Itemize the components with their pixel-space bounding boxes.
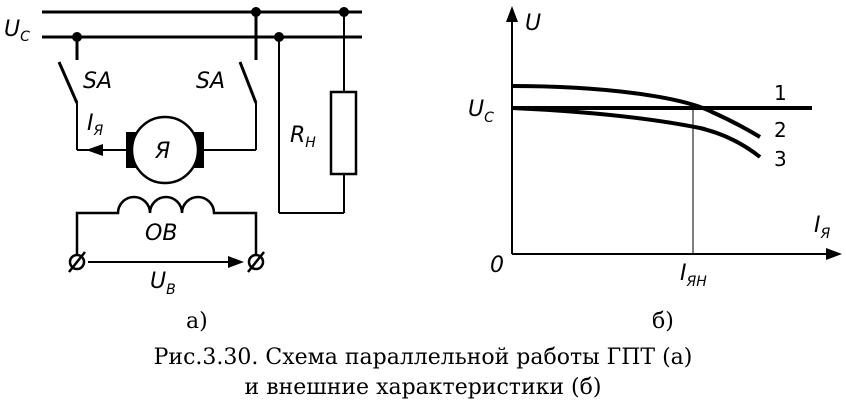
terminal-right-slash bbox=[247, 251, 265, 273]
junction-dot bbox=[274, 32, 284, 42]
curve-1-label: 1 bbox=[774, 81, 787, 105]
load-resistor bbox=[329, 90, 358, 176]
field-voltage-label: UВ bbox=[150, 269, 176, 298]
origin-label: 0 bbox=[490, 253, 504, 278]
curve-2-label: 2 bbox=[774, 118, 787, 142]
curve-3-label: 3 bbox=[774, 147, 787, 171]
junction-dots bbox=[72, 7, 349, 42]
armature-current-label: IЯ bbox=[87, 111, 104, 139]
junction-dot bbox=[72, 32, 82, 42]
field-winding-coil bbox=[75, 195, 258, 260]
circuit-diagram bbox=[42, 10, 362, 273]
x-axis-arrowhead bbox=[826, 248, 842, 260]
rated-current-label: IЯН bbox=[680, 261, 707, 290]
junction-dot bbox=[251, 7, 261, 17]
load-label: RН bbox=[290, 123, 316, 151]
armature-letter: Я bbox=[154, 139, 170, 164]
y-tick-label: UC bbox=[468, 97, 494, 126]
subfigure-a-label: а) bbox=[186, 309, 208, 334]
armature-current-arrowhead bbox=[86, 144, 103, 156]
terminal-left-slash bbox=[68, 251, 86, 273]
curve-2 bbox=[511, 84, 762, 139]
y-axis-arrowhead bbox=[506, 6, 518, 22]
x-axis-label: IЯ bbox=[814, 213, 831, 242]
field-voltage-arrowhead bbox=[228, 256, 244, 268]
switch-right-label: SA bbox=[196, 69, 225, 94]
caption-line-1: Рис.3.30. Схема параллельной работы ГПТ … bbox=[153, 345, 693, 370]
subfigure-b-label: б) bbox=[652, 309, 674, 334]
curve-3 bbox=[511, 106, 762, 159]
characteristics-graph bbox=[511, 16, 832, 255]
switch-left-label: SA bbox=[83, 69, 112, 94]
switch-left-blade bbox=[57, 61, 79, 104]
armature-circle bbox=[130, 115, 200, 185]
switch-right-blade bbox=[238, 61, 258, 104]
junction-dot bbox=[339, 7, 349, 17]
y-axis-label: U bbox=[525, 11, 541, 36]
field-winding-label: ОВ bbox=[145, 221, 177, 246]
caption-line-2: и внешние характеристики (б) bbox=[244, 375, 602, 400]
supply-label: UC bbox=[4, 17, 30, 45]
